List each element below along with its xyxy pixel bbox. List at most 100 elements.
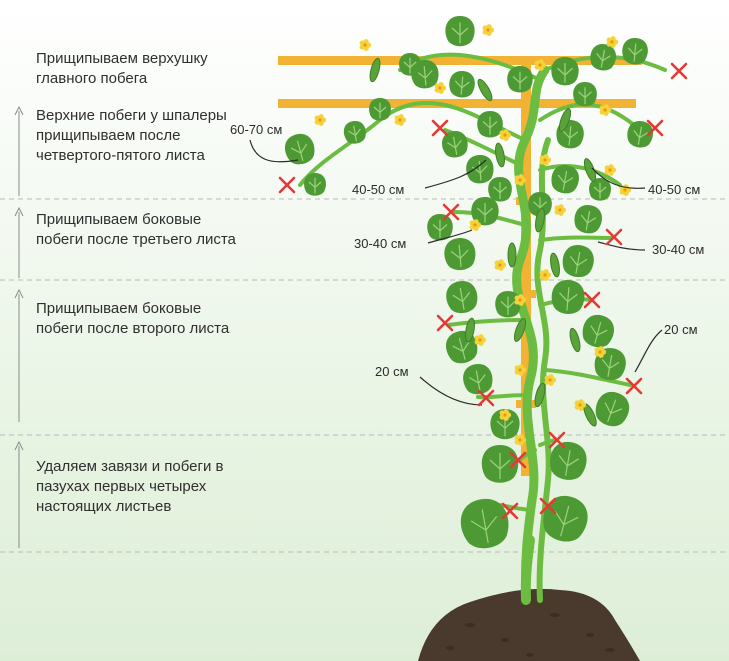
side-vine	[543, 368, 632, 387]
flower-petal	[469, 220, 475, 226]
leaf-icon	[573, 82, 597, 107]
leaf-vein	[447, 136, 462, 155]
cucumber-icon	[534, 382, 546, 408]
flower-center	[558, 208, 562, 212]
flower-petal	[554, 205, 560, 211]
cucumber-icon	[465, 317, 475, 343]
step-1-text: Прищипываем верхушку главного побега	[36, 50, 208, 87]
leaf-icon	[446, 330, 478, 364]
pinch-cross-icon	[509, 451, 527, 469]
pinch-cross-icon	[646, 119, 664, 137]
flower-petal	[478, 340, 484, 346]
flower-petal	[503, 129, 509, 135]
pointer-arrow	[427, 229, 473, 244]
flower-petal	[314, 115, 320, 121]
pinch-marks	[278, 62, 688, 520]
leaf-icon	[481, 445, 519, 483]
flower-icon	[514, 364, 527, 376]
distance-label-lower-left: 20 см	[375, 364, 409, 379]
leaf-vein	[500, 296, 516, 315]
flower-center	[518, 438, 522, 442]
flower-icon	[394, 114, 407, 126]
flower-icon	[474, 334, 487, 346]
flower-petal	[514, 299, 520, 305]
flower-icon	[499, 129, 512, 141]
flower-petal	[478, 334, 484, 340]
leaf-vein	[633, 126, 648, 145]
flower-petal	[503, 409, 509, 415]
flower-center	[318, 118, 322, 122]
distance-label-middle-left: 30-40 см	[354, 236, 406, 251]
flower-petal	[558, 210, 564, 216]
flower-petal	[486, 30, 492, 36]
leaf-vein	[403, 57, 417, 74]
side-vine	[446, 318, 524, 327]
leaf-icon	[488, 177, 512, 202]
flower-petal	[534, 64, 540, 70]
flower-petal	[603, 110, 609, 116]
leaf-icon	[477, 111, 503, 138]
cucumber-icon	[583, 158, 597, 182]
pointer-arrow	[597, 241, 646, 251]
cucumber-icon	[369, 57, 381, 83]
flower-petal	[503, 415, 509, 421]
flower-icon	[514, 294, 527, 306]
leaf-icon	[427, 214, 453, 241]
flower-petal	[606, 37, 612, 43]
flower-center	[538, 63, 542, 67]
pointer-arrow	[591, 167, 646, 189]
leaf-vein	[562, 125, 579, 146]
flower-petal	[554, 209, 560, 215]
flower-petal	[438, 88, 444, 94]
leaf-icon	[495, 291, 521, 318]
flower-center	[518, 368, 522, 372]
flower-petal	[394, 115, 400, 121]
flower-icon	[482, 24, 495, 36]
leaf-icon	[507, 66, 533, 93]
flower-petal	[482, 25, 488, 31]
leaf-icon	[343, 121, 366, 144]
leaf-icon	[471, 197, 499, 226]
leaf-vein	[569, 251, 588, 274]
leaf-vein	[593, 182, 607, 199]
leaf-icon	[590, 44, 617, 71]
pinch-cross-icon	[477, 389, 495, 407]
flower-petal	[610, 42, 616, 48]
pinch-cross-icon	[501, 502, 519, 520]
flower-petal	[603, 104, 609, 110]
flower-petal	[534, 60, 540, 66]
leaf-icon	[551, 280, 585, 314]
flower-center	[363, 43, 367, 47]
flower-petal	[514, 439, 520, 445]
flower-icon	[359, 39, 372, 51]
flower-petal	[473, 225, 479, 231]
flower-center	[608, 168, 612, 172]
flower-petal	[543, 269, 549, 275]
leaf-vein	[450, 244, 469, 267]
leaf-vein	[627, 43, 643, 62]
pinch-cross-icon	[436, 314, 454, 332]
distance-label-upper-left: 40-50 см	[352, 182, 404, 197]
leaf-icon	[627, 121, 654, 148]
flower-petal	[518, 434, 524, 440]
flower-icon	[544, 374, 557, 386]
leaf-icon	[550, 442, 587, 480]
leaf-vein	[489, 453, 511, 479]
flower-center	[518, 298, 522, 302]
flower-petal	[598, 352, 604, 358]
leaf-icon	[562, 245, 594, 278]
leaves	[285, 16, 654, 605]
flower-petal	[608, 170, 614, 176]
flower-petal	[619, 189, 625, 195]
leaf-vein	[432, 219, 448, 238]
flower-icon	[434, 82, 447, 94]
flower-petal	[514, 435, 520, 441]
leaf-icon	[444, 238, 476, 271]
side-vine	[538, 235, 614, 242]
trellis-post	[521, 56, 531, 476]
up-arrow-icon	[14, 440, 24, 548]
flower-icon	[539, 269, 552, 281]
leaf-vein	[554, 505, 579, 537]
leaf-vein	[471, 160, 488, 181]
